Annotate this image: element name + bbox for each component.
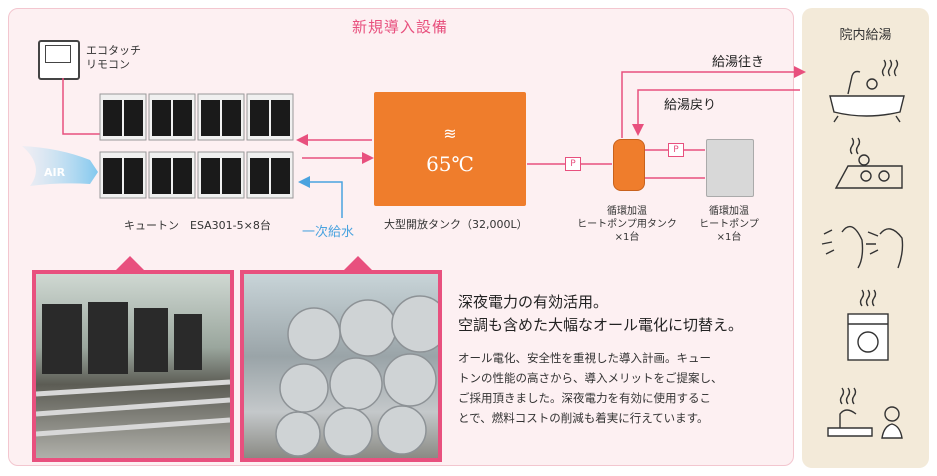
air-label: AIR — [44, 166, 66, 179]
main-title: 新規導入設備 — [351, 18, 448, 36]
body-line4: とで、燃料コストの削減も着実に行えています。 — [458, 411, 709, 425]
heat-pump-label-line3: ×1台 — [716, 232, 742, 243]
washing-machine-icon — [847, 289, 889, 361]
kitchen-sink-icon — [827, 387, 903, 439]
heat-pump-label-line2: ヒートポンプ — [699, 219, 759, 230]
supply-out-arrow — [621, 66, 806, 138]
pump-icon: P — [668, 143, 684, 157]
photo1-pointer — [116, 256, 144, 270]
headline-line1: 深夜電力の有効活用。 — [458, 293, 609, 311]
open-tank — [374, 92, 526, 206]
circulation-tank-label-line3: ×1台 — [614, 232, 640, 243]
photo-heat-pump-units — [32, 270, 234, 462]
tank-steam-icon: ≋ — [443, 124, 457, 143]
remote-label: エコタッチ リモコン — [86, 44, 141, 72]
photo-open-tank — [240, 270, 442, 462]
tank-label: 大型開放タンク（32,000L） — [384, 218, 528, 231]
headline: 深夜電力の有効活用。 空調も含めた大幅なオール電化に切替え。 — [458, 291, 743, 337]
remote-label-line2: リモコン — [86, 58, 130, 71]
primary-water-label: 一次給水 — [302, 225, 355, 240]
photo2-pointer — [344, 256, 372, 270]
supply-return-arrow — [632, 89, 800, 136]
heat-pump-label-line1: 循環加温 — [709, 206, 749, 217]
units-label: キュートン ESA301-5×8台 — [124, 219, 271, 232]
body-line3: ご採用頂きました。深夜電力を有効に使用するこ — [458, 391, 711, 405]
supply-return-label: 給湯戻り — [664, 98, 717, 113]
public-bath-icon — [834, 137, 903, 189]
circulation-tank — [613, 139, 645, 191]
remote-screen — [45, 45, 71, 63]
remote-label-line1: エコタッチ — [86, 44, 141, 57]
body-text: オール電化、安全性を重視した導入計画。キュー トンの性能の高さから、導入メリット… — [458, 348, 723, 428]
supply-out-label: 給湯往き — [712, 55, 765, 70]
body-line2: トンの性能の高さから、導入メリットをご提案し、 — [458, 371, 723, 385]
primary-water-arrow — [298, 176, 343, 218]
remote-line — [62, 78, 100, 135]
circulation-tank-label: 循環加温 ヒートポンプ用タンク ×1台 — [572, 205, 682, 244]
circulation-tank-label-line1: 循環加温 — [607, 206, 647, 217]
headline-line2: 空調も含めた大幅なオール電化に切替え。 — [458, 316, 744, 334]
side-panel — [802, 8, 929, 468]
heat-pump-label: 循環加温 ヒートポンプ ×1台 — [690, 205, 768, 244]
heat-pump-units — [99, 93, 294, 199]
tank-temperature: 65℃ — [426, 152, 474, 176]
side-title: 院内給湯 — [839, 28, 892, 43]
circulation-tank-label-line2: ヒートポンプ用タンク — [577, 219, 677, 230]
pump-icon: P — [565, 157, 581, 171]
bath-icon — [829, 59, 905, 123]
body-line1: オール電化、安全性を重視した導入計画。キュー — [458, 351, 711, 365]
circulation-heat-pump — [706, 139, 754, 197]
air-arrow-icon — [22, 146, 98, 186]
shower-icon — [821, 225, 904, 269]
